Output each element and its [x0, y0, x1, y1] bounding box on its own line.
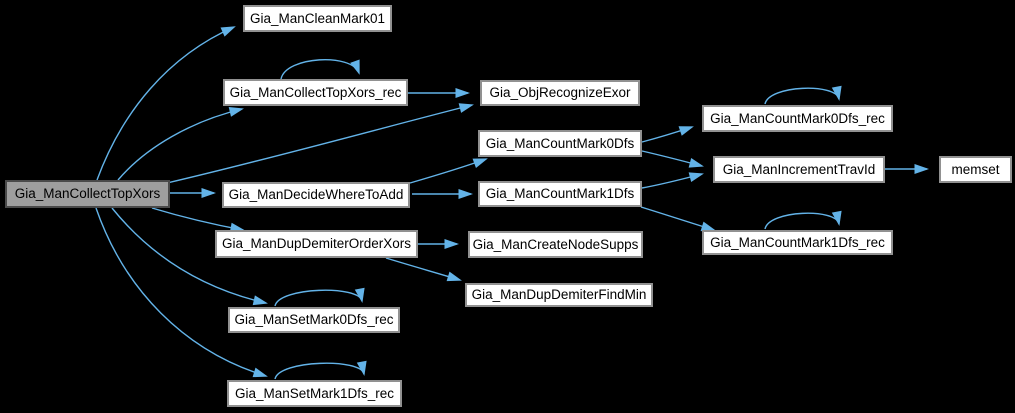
edge-collect-top-xors-to-obj-recognize-exor: [166, 103, 474, 184]
edge-count-mark0-dfs-to-increment-trav-id: [641, 150, 704, 168]
node-collect-top-xors[interactable]: Gia_ManCollectTopXors: [5, 180, 170, 208]
node-increment-trav-id[interactable]: Gia_ManIncrementTravId: [713, 156, 885, 183]
node-set-mark1-dfs-rec[interactable]: Gia_ManSetMark1Dfs_rec: [227, 380, 402, 407]
edge-collect-top-xors-to-clean-mark01: [96, 26, 236, 181]
edge-count-mark0-dfs-rec-self-loop: [764, 85, 842, 105]
node-set-mark0-dfs-rec[interactable]: Gia_ManSetMark0Dfs_rec: [228, 307, 400, 333]
node-count-mark1-dfs-rec[interactable]: Gia_ManCountMark1Dfs_rec: [702, 230, 893, 255]
edge-collect-top-xors-to-collect-top-xors-rec: [117, 107, 244, 181]
edge-decide-where-to-add-to-count-mark0-dfs: [409, 158, 488, 184]
node-dup-demiter-find-min[interactable]: Gia_ManDupDemiterFindMin: [465, 283, 653, 307]
node-memset[interactable]: memset: [939, 156, 1012, 183]
node-count-mark1-dfs[interactable]: Gia_ManCountMark1Dfs: [478, 181, 642, 207]
node-count-mark0-dfs[interactable]: Gia_ManCountMark0Dfs: [478, 130, 642, 157]
edge-collect-top-xors-rec-self-loop: [280, 59, 360, 80]
node-dup-demiter-order-xors[interactable]: Gia_ManDupDemiterOrderXors: [215, 230, 418, 258]
edge-collect-top-xors-to-set-mark0-dfs-rec: [111, 207, 268, 306]
node-decide-where-to-add[interactable]: Gia_ManDecideWhereToAdd: [222, 182, 410, 208]
edge-set-mark1-dfs-rec-self-loop: [274, 360, 367, 380]
edge-count-mark1-dfs-to-increment-trav-id: [641, 172, 704, 189]
edge-dup-demiter-order-xors-to-dup-demiter-find-min: [385, 257, 462, 282]
node-create-node-supps[interactable]: Gia_ManCreateNodeSupps: [468, 231, 643, 258]
edge-collect-top-xors-to-set-mark1-dfs-rec: [95, 207, 268, 378]
edge-count-mark0-dfs-to-count-mark0-dfs-rec: [641, 126, 694, 143]
edge-count-mark1-dfs-rec-self-loop: [764, 210, 842, 230]
node-count-mark0-dfs-rec[interactable]: Gia_ManCountMark0Dfs_rec: [702, 105, 893, 132]
edge-count-mark1-dfs-to-count-mark1-dfs-rec: [640, 206, 716, 232]
node-collect-top-xors-rec[interactable]: Gia_ManCollectTopXors_rec: [223, 79, 408, 106]
node-clean-mark01[interactable]: Gia_ManCleanMark01: [243, 5, 392, 32]
edge-set-mark0-dfs-rec-self-loop: [274, 287, 365, 307]
node-obj-recognize-exor[interactable]: Gia_ObjRecognizeExor: [480, 80, 640, 106]
edge-collect-top-xors-to-dup-demiter-order-xors: [151, 207, 245, 233]
